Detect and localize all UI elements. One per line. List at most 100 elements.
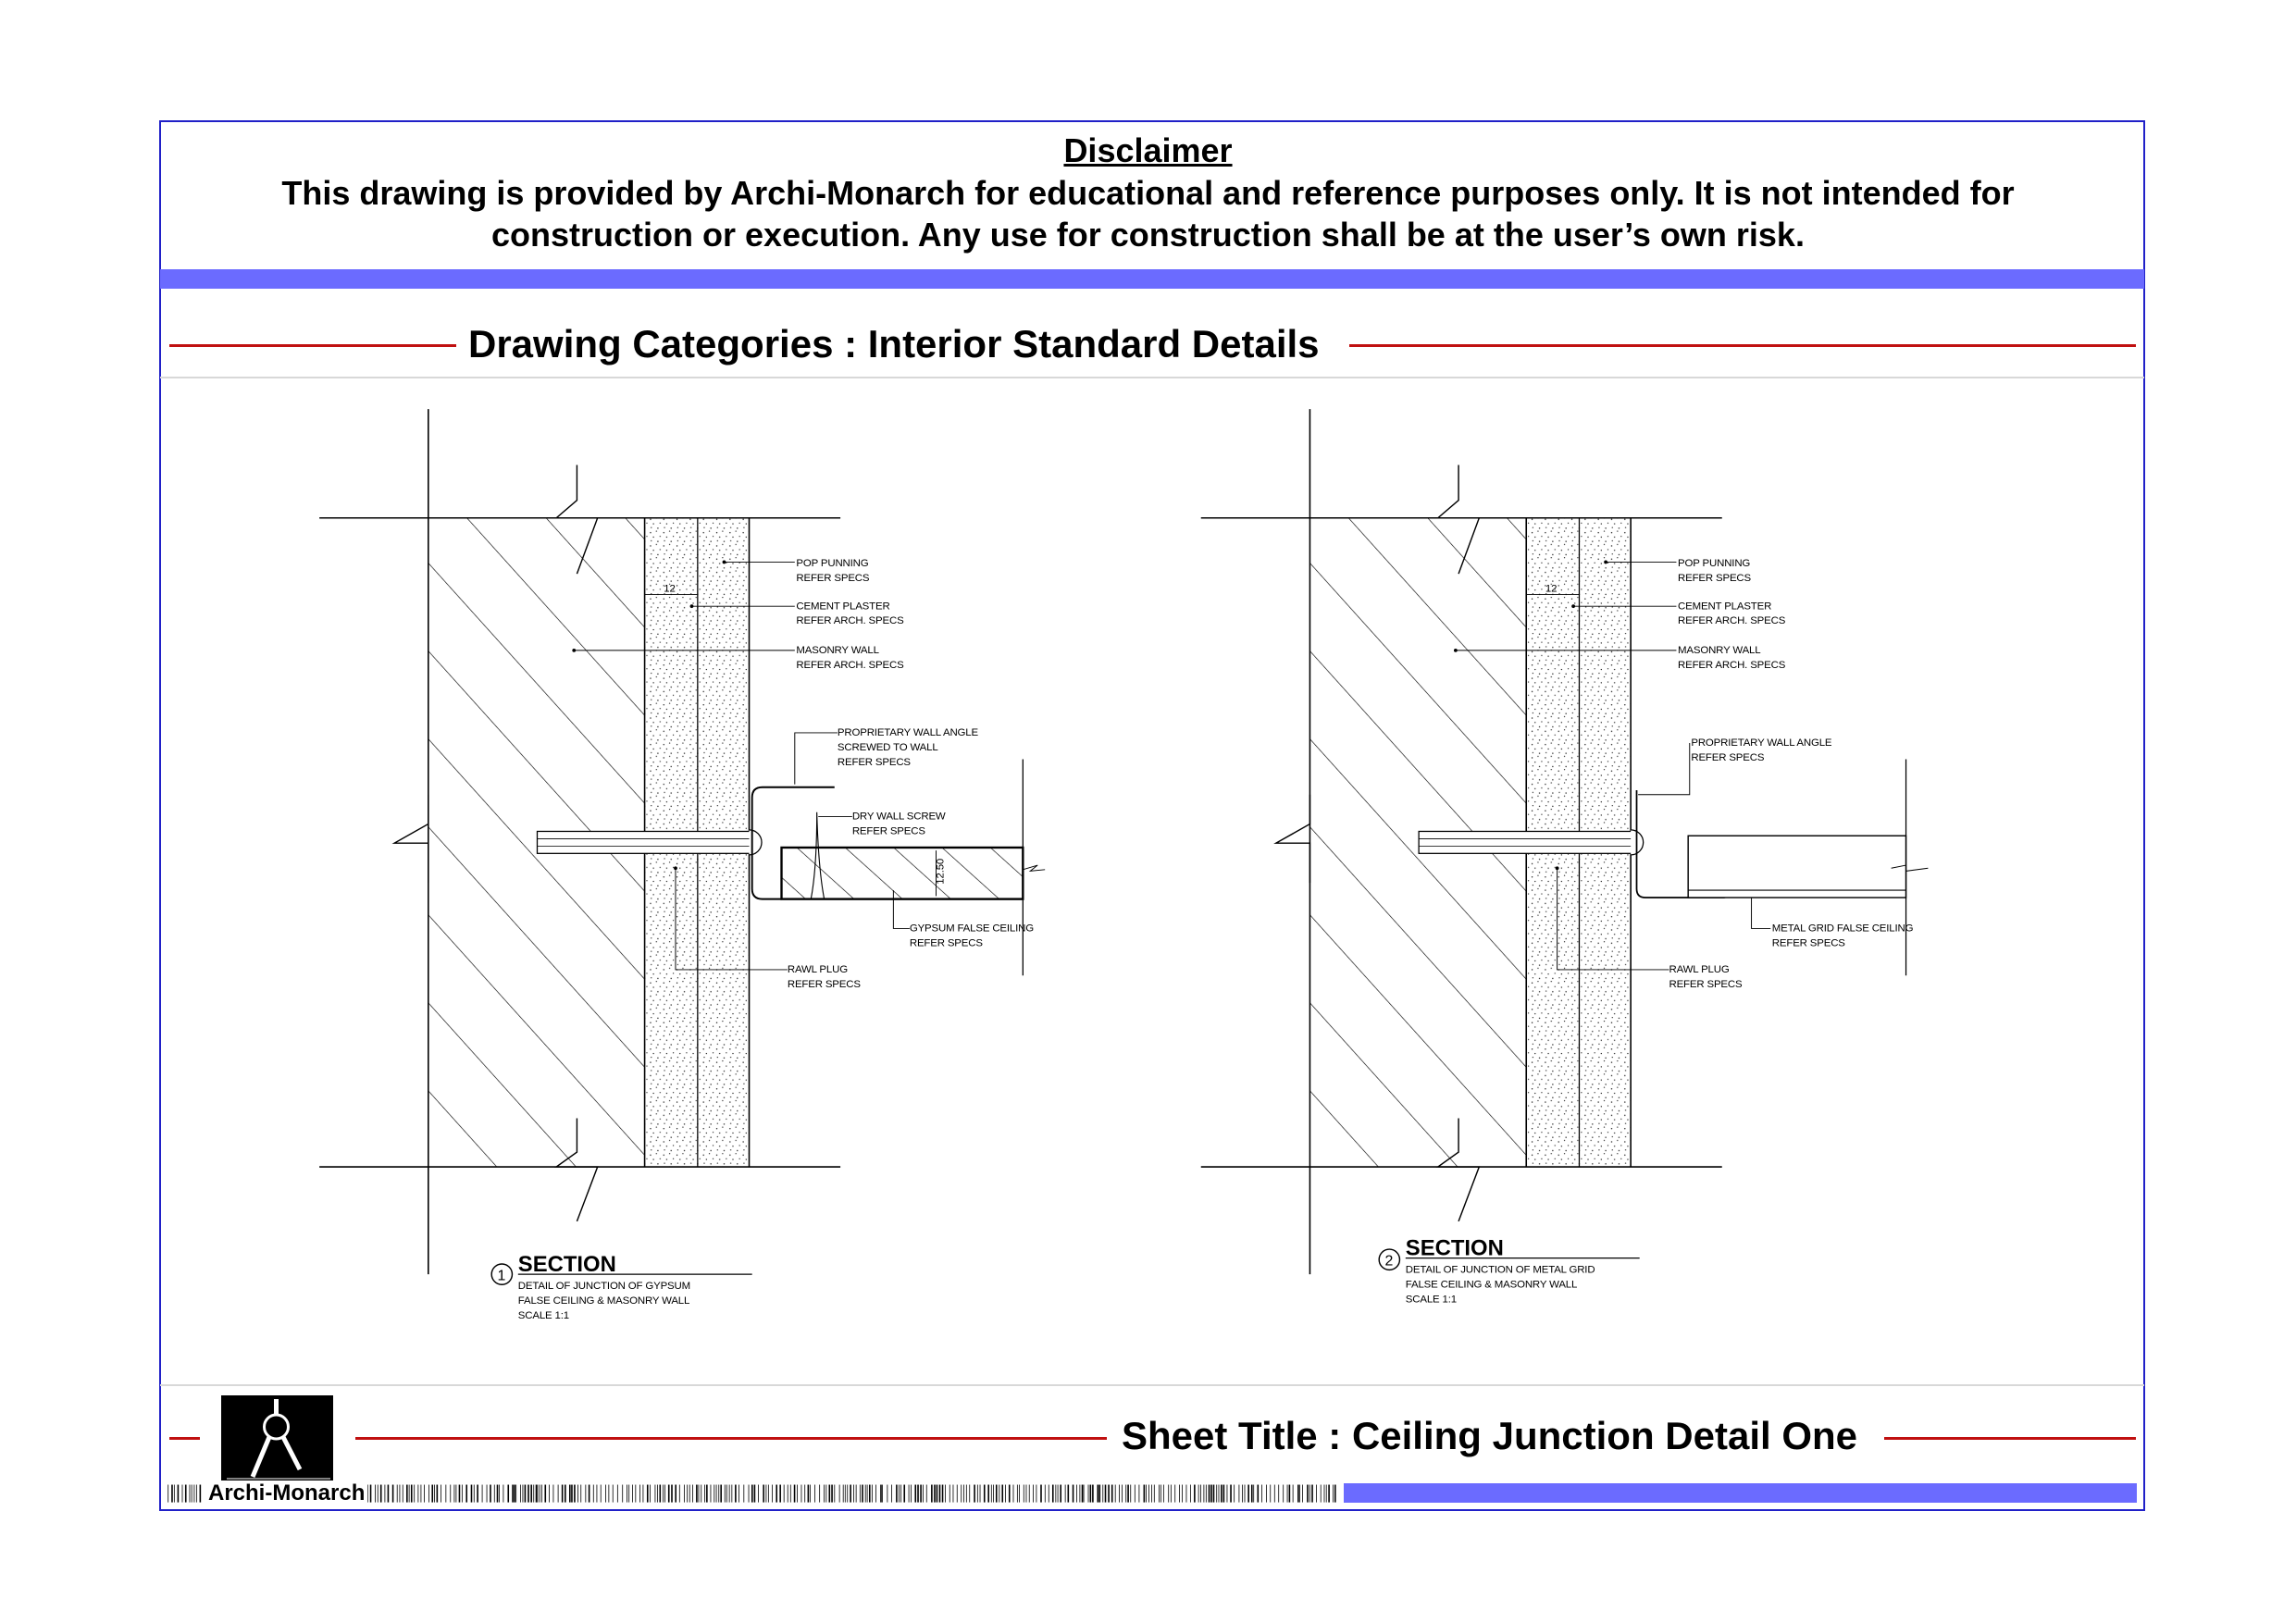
barcode-bar (689, 1484, 690, 1503)
section-number: 1 (498, 1268, 506, 1283)
footer-rule-right (1884, 1437, 2136, 1440)
barcode-bar (855, 1484, 857, 1503)
section-desc-1: DETAIL OF JUNCTION OF GYPSUM (518, 1281, 690, 1292)
barcode-bar (692, 1484, 693, 1503)
barcode-bar (838, 1484, 840, 1503)
barcode-bar (1242, 1484, 1243, 1503)
barcode-bar (450, 1484, 452, 1503)
barcode-bar (1044, 1484, 1046, 1503)
barcode-bar (797, 1484, 798, 1503)
barcode-bar (783, 1484, 785, 1503)
barcode-bar (396, 1484, 398, 1503)
barcode-bar (436, 1484, 439, 1503)
barcode-bar (1159, 1484, 1160, 1503)
barcode-bar (1323, 1484, 1325, 1503)
barcode-bar (847, 1484, 849, 1503)
footer-accent-bar (1344, 1483, 2137, 1503)
barcode-bar (569, 1484, 571, 1503)
barcode-bar (524, 1484, 527, 1503)
section-desc-1: DETAIL OF JUNCTION OF METAL GRID (1406, 1265, 1595, 1276)
barcode-bar (1203, 1484, 1205, 1503)
barcode-bar (850, 1484, 851, 1503)
barcode-bar (706, 1484, 708, 1503)
label-masonry-ref: REFER ARCH. SPECS (1678, 660, 1786, 671)
label-ceiling-ref: REFER SPECS (910, 938, 984, 949)
barcode-bar (831, 1484, 833, 1503)
barcode-bar (1200, 1484, 1201, 1503)
barcode-bar (1205, 1484, 1207, 1503)
barcode-bar (1036, 1484, 1037, 1503)
barcode-bar (974, 1484, 975, 1503)
barcode-bar (1019, 1484, 1020, 1503)
barcode-bar (911, 1484, 912, 1503)
barcode-bar (715, 1484, 717, 1503)
label-screw: DRY WALL SCREW (852, 812, 946, 823)
barcode-bar (765, 1484, 767, 1503)
barcode-bar (726, 1484, 727, 1503)
barcode-bar (1309, 1484, 1310, 1503)
barcode-bar (1089, 1484, 1092, 1503)
barcode-bar (514, 1484, 515, 1503)
label-rawl: RAWL PLUG (1669, 964, 1729, 975)
label-plaster: CEMENT PLASTER (1678, 601, 1771, 612)
sheet-title: Sheet Title : Ceiling Junction Detail On… (1122, 1414, 1858, 1457)
barcode-bar (477, 1484, 478, 1503)
barcode-bar (571, 1484, 573, 1503)
label-rawl-ref: REFER SPECS (788, 979, 862, 990)
barcode-bar (1079, 1484, 1081, 1503)
barcode-bar (710, 1484, 712, 1503)
barcode-bar (481, 1484, 483, 1503)
barcode-bar (1087, 1484, 1089, 1503)
barcode-bar (654, 1484, 656, 1503)
barcode-bar (410, 1484, 413, 1503)
barcode-bar (1143, 1484, 1146, 1503)
barcode-bar (1190, 1484, 1191, 1503)
barcode-bar (866, 1484, 868, 1503)
barcode-bar (696, 1484, 698, 1503)
label-ceiling: METAL GRID FALSE CEILING (1772, 923, 1914, 935)
barcode-bar (1226, 1484, 1228, 1503)
barcode-bar (1067, 1484, 1070, 1503)
barcode-bar (1125, 1484, 1127, 1503)
barcode-bar (1138, 1484, 1140, 1503)
barcode-bar (751, 1484, 753, 1503)
barcode-bar (923, 1484, 924, 1503)
label-ceiling: GYPSUM FALSE CEILING (910, 923, 1034, 935)
label-screw-ref: REFER SPECS (852, 826, 926, 837)
label-masonry-ref: REFER ARCH. SPECS (796, 660, 904, 671)
barcode-bar (914, 1484, 917, 1503)
heading-rule-right (1349, 344, 2136, 347)
barcode-bar (1230, 1484, 1232, 1503)
barcode-bar (758, 1484, 759, 1503)
barcode-bar (976, 1484, 978, 1503)
barcode-bar (417, 1484, 419, 1503)
barcode-bar (639, 1484, 640, 1503)
barcode-bar (862, 1484, 863, 1503)
section-title: SECTION (1406, 1235, 1504, 1260)
barcode-bar (859, 1484, 861, 1503)
barcode-bar (678, 1484, 680, 1503)
barcode-bar (535, 1484, 538, 1503)
barcode-bar (473, 1484, 475, 1503)
barcode-bar (544, 1484, 547, 1503)
label-ceiling-ref: REFER SPECS (1772, 938, 1846, 949)
barcode-bar (369, 1484, 372, 1503)
barcode-bar (193, 1484, 195, 1503)
barcode-bar (720, 1484, 722, 1503)
barcode-bar (1060, 1484, 1062, 1503)
barcode-bar (1307, 1484, 1309, 1503)
barcode-bar (945, 1484, 946, 1503)
barcode-bar (718, 1484, 720, 1503)
barcode-bar (1064, 1484, 1066, 1503)
barcode-bar (461, 1484, 463, 1503)
detail-1: 12 12.50 POP PUNNING REFER SPECS CEMENT … (318, 408, 1046, 1321)
label-angle: PROPRIETARY WALL ANGLE (838, 727, 979, 738)
barcode-bar (880, 1484, 882, 1503)
barcode-bar (458, 1484, 461, 1503)
barcode-bar (1055, 1484, 1057, 1503)
barcode-bar (844, 1484, 846, 1503)
barcode-bar (1170, 1484, 1172, 1503)
barcode-bar (842, 1484, 844, 1503)
barcode-bar (1216, 1484, 1218, 1503)
